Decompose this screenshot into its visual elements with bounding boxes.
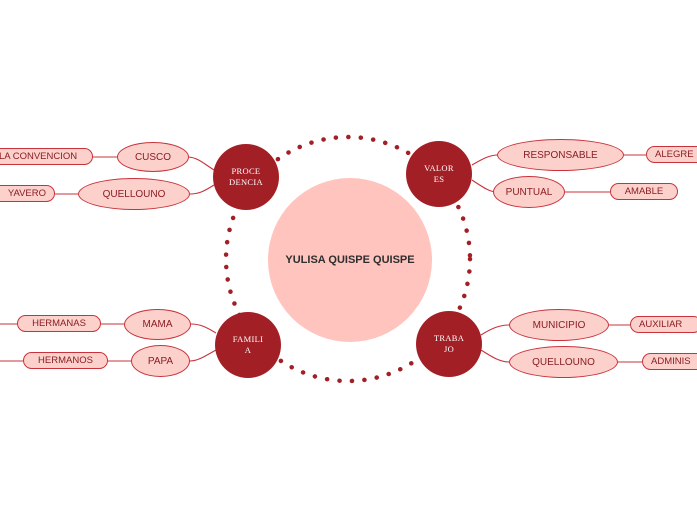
branch-lines <box>0 154 646 363</box>
leaf-la-convencion[interactable]: LA CONVENCION <box>0 148 93 165</box>
subnode-responsable[interactable]: RESPONSABLE <box>497 139 624 171</box>
leaf-yavero[interactable]: YAVERO <box>0 185 55 202</box>
subnode-papa[interactable]: PAPA <box>131 345 190 377</box>
central-topic[interactable]: YULISA QUISPE QUISPE <box>268 178 432 342</box>
leaf-adminis[interactable]: ADMINIS <box>642 353 697 370</box>
main-node-valores[interactable]: VALOR ES <box>406 141 472 207</box>
main-node-trabajo[interactable]: TRABA JO <box>416 311 482 377</box>
leaf-auxiliar[interactable]: AUXILIAR <box>630 316 697 333</box>
leaf-amable[interactable]: AMABLE <box>610 183 678 200</box>
subnode-quellouno-trabajo[interactable]: QUELLOUNO <box>509 346 618 378</box>
leaf-alegre[interactable]: ALEGRE <box>646 146 697 163</box>
subnode-puntual[interactable]: PUNTUAL <box>493 176 565 208</box>
subnode-cusco[interactable]: CUSCO <box>117 142 189 172</box>
leaf-hermanas[interactable]: HERMANAS <box>17 315 101 332</box>
subnode-municipio[interactable]: MUNICIPIO <box>509 309 609 341</box>
leaf-hermanos[interactable]: HERMANOS <box>23 352 108 369</box>
central-topic-label: YULISA QUISPE QUISPE <box>285 254 415 266</box>
subnode-mama[interactable]: MAMA <box>124 309 191 340</box>
main-node-procedencia[interactable]: PROCE DENCIA <box>213 144 279 210</box>
subnode-quellouno[interactable]: QUELLOUNO <box>78 178 190 210</box>
main-node-familia[interactable]: FAMILI A <box>215 312 281 378</box>
dotted-ring <box>223 134 473 384</box>
